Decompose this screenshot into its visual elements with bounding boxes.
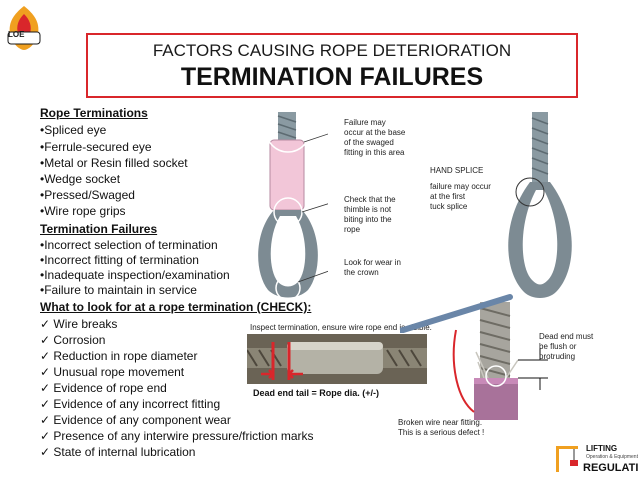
lifting-regulations-logo <box>556 446 578 472</box>
check-item-label: Wire breaks <box>53 317 118 331</box>
checkmark-icon: ✓ <box>40 333 54 347</box>
page-title: TERMINATION FAILURES <box>180 63 484 91</box>
check-item-label: Evidence of any component wear <box>53 413 231 427</box>
check-item-label: Corrosion <box>53 333 106 347</box>
rope-end-photo <box>247 334 427 384</box>
title-box: FACTORS CAUSING ROPE DETERIORATION TERMI… <box>86 33 578 98</box>
checkmark-icon: ✓ <box>40 365 54 379</box>
dead-end-must-note: Dead end must be flush or protruding <box>539 332 594 361</box>
check-item: ✓ Corrosion <box>40 334 105 346</box>
check-item-label: Reduction in rope diameter <box>53 349 198 363</box>
check-item: ✓ Wire breaks <box>40 318 117 330</box>
check-item-label: Unusual rope movement <box>53 365 185 379</box>
checkmark-icon: ✓ <box>40 349 54 363</box>
check-item: ✓ Presence of any interwire pressure/fri… <box>40 430 314 442</box>
failure-item: •Incorrect fitting of termination <box>40 253 199 267</box>
hand-splice-note: failure may occur at the first tuck spli… <box>430 182 491 211</box>
swage-failure-note: Failure may occur at the base of the swa… <box>344 118 406 157</box>
crown-note: Look for wear in the crown <box>344 258 401 277</box>
rope-termination-item: •Metal or Resin filled socket <box>40 156 188 170</box>
rope-terminations-heading: Rope Terminations <box>40 106 148 120</box>
check-item: ✓ Evidence of rope end <box>40 382 167 394</box>
failure-item: •Inadequate inspection/examination <box>40 268 230 282</box>
checkmark-icon: ✓ <box>40 381 54 395</box>
broken-wire-photo <box>452 302 548 420</box>
broken-wire-note: Broken wire near fitting. This is a seri… <box>398 418 485 437</box>
checkmark-icon: ✓ <box>40 317 54 331</box>
checkmark-icon: ✓ <box>40 413 54 427</box>
check-item-label: Evidence of rope end <box>53 381 167 395</box>
check-item-label: Evidence of any incorrect fitting <box>53 397 221 411</box>
failure-item: •Failure to maintain in service <box>40 283 197 297</box>
check-item-label: Presence of any interwire pressure/frict… <box>53 429 314 443</box>
pointer-rod-icon <box>400 294 513 333</box>
checkmark-icon: ✓ <box>40 397 54 411</box>
inspect-note: Inspect termination, ensure wire rope en… <box>250 323 432 332</box>
check-item: ✓ Unusual rope movement <box>40 366 184 378</box>
swaged-eye-illustration <box>258 112 328 301</box>
brand-line1: LIFTING <box>586 444 618 453</box>
checkmark-icon: ✓ <box>40 445 54 459</box>
checkmark-icon: ✓ <box>40 429 54 443</box>
rope-termination-item: •Ferrule-secured eye <box>40 140 152 154</box>
rope-termination-item: •Wedge socket <box>40 172 121 186</box>
failure-item: •Incorrect selection of termination <box>40 238 218 252</box>
brand-line3: REGULATIONS <box>583 462 638 474</box>
check-heading: What to look for at a rope termination (… <box>40 300 312 314</box>
check-item: ✓ State of internal lubrication <box>40 446 195 458</box>
thimble-note: Check that the thimble is not biting int… <box>344 195 396 234</box>
check-item: ✓ Reduction in rope diameter <box>40 350 197 362</box>
hand-splice-illustration <box>508 112 572 298</box>
check-item: ✓ Evidence of any component wear <box>40 414 231 426</box>
loe-logo <box>7 6 41 50</box>
logo-text: LOE <box>8 30 25 39</box>
page-subtitle: FACTORS CAUSING ROPE DETERIORATION <box>152 41 512 60</box>
termination-failures-heading: Termination Failures <box>40 222 158 236</box>
check-item: ✓ Evidence of any incorrect fitting <box>40 398 220 410</box>
dead-end-tail-label: Dead end tail = Rope dia. (+/-) <box>253 388 380 398</box>
check-item-label: State of internal lubrication <box>53 445 196 459</box>
rope-termination-item: •Spliced eye <box>40 123 107 137</box>
rope-termination-item: •Pressed/Swaged <box>40 188 135 202</box>
rope-termination-item: •Wire rope grips <box>40 204 126 218</box>
hand-splice-title: HAND SPLICE <box>430 166 484 175</box>
brand-line2: Operation & Equipment <box>586 454 638 460</box>
